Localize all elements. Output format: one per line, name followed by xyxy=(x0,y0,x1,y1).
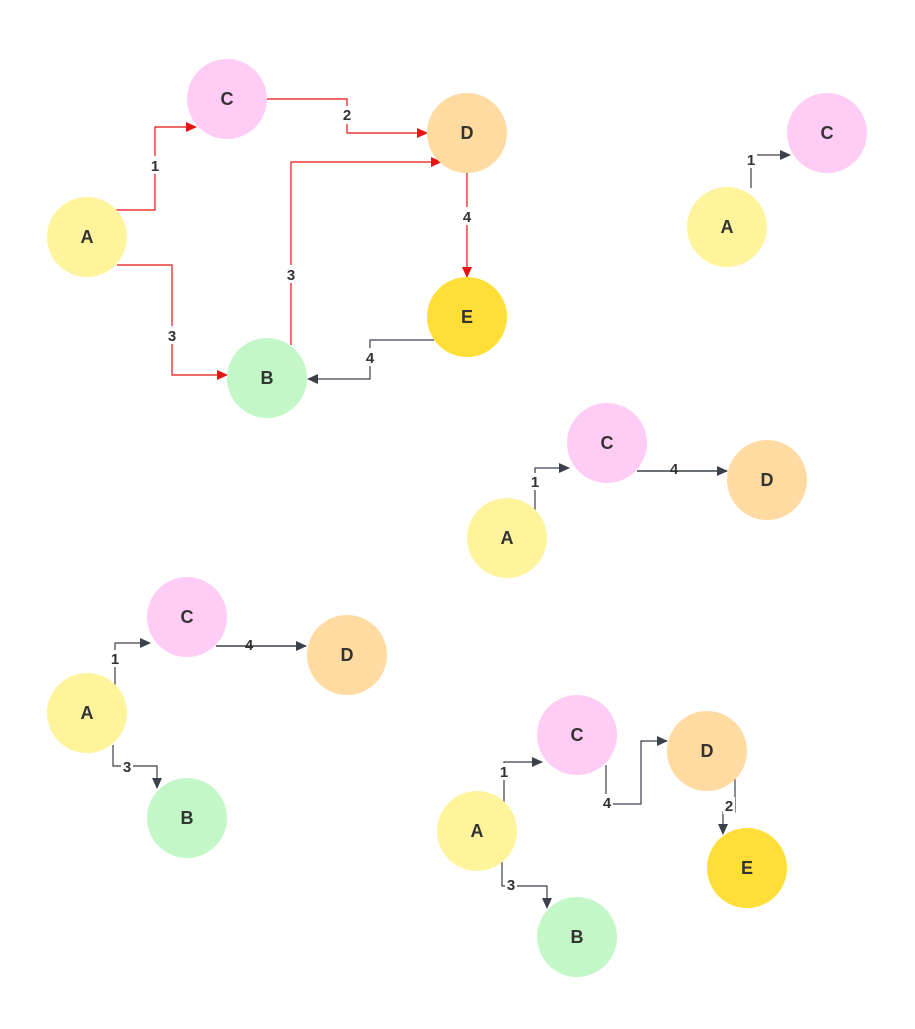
edge-weight-label: 2 xyxy=(725,798,733,815)
node-step4-B: B xyxy=(537,897,617,977)
edge-full-A-B: 3 xyxy=(117,264,228,380)
node-full-D: D xyxy=(427,93,507,173)
node-label: D xyxy=(461,123,474,143)
node-label: A xyxy=(81,703,94,723)
node-label: C xyxy=(181,607,194,627)
edge-weight-label: 1 xyxy=(111,651,119,668)
node-label: A xyxy=(501,528,514,548)
node-label: B xyxy=(571,927,584,947)
edge-step1-A-C: 1 xyxy=(745,150,791,188)
edge-step2-C-D: 4 xyxy=(637,461,728,478)
node-full-C: C xyxy=(187,59,267,139)
edge-step3-A-B: 3 xyxy=(112,745,162,789)
graph-step-3: 1 4 3 A C D B xyxy=(47,577,387,858)
edge-step2-A-C: 1 xyxy=(529,463,570,510)
node-label: B xyxy=(181,808,194,828)
node-step2-A: A xyxy=(467,498,547,578)
edge-weight-label: 4 xyxy=(603,795,612,812)
node-step4-A: A xyxy=(437,791,517,871)
node-step3-D: D xyxy=(307,615,387,695)
node-step4-E: E xyxy=(707,828,787,908)
node-label: C xyxy=(821,123,834,143)
edge-step4-D-E: 2 xyxy=(718,779,736,835)
node-label: A xyxy=(81,227,94,247)
node-label: A xyxy=(471,821,484,841)
node-step3-C: C xyxy=(147,577,227,657)
edge-step4-C-D: 4 xyxy=(601,736,668,812)
node-label: C xyxy=(601,433,614,453)
node-step1-C: C xyxy=(787,93,867,173)
edge-full-A-C: 1 xyxy=(115,122,197,211)
edge-full-E-B: 4 xyxy=(307,339,434,384)
node-full-B: B xyxy=(227,338,307,418)
edge-step4-A-C: 1 xyxy=(498,757,543,802)
graph-step-2: 1 4 A C D xyxy=(467,403,807,578)
node-label: E xyxy=(461,307,473,327)
edge-full-C-D: 2 xyxy=(266,98,428,138)
edge-weight-label: 4 xyxy=(366,350,375,367)
edge-step3-A-C: 1 xyxy=(109,638,151,686)
node-label: C xyxy=(571,725,584,745)
node-label: D xyxy=(701,741,714,761)
graph-step-1: 1 A C xyxy=(687,93,867,267)
edge-weight-label: 3 xyxy=(123,759,131,776)
node-label: D xyxy=(341,645,354,665)
node-step2-D: D xyxy=(727,440,807,520)
edge-weight-label: 1 xyxy=(151,158,159,175)
node-step1-A: A xyxy=(687,187,767,267)
node-step4-D: D xyxy=(667,711,747,791)
edge-weight-label: 4 xyxy=(670,461,679,478)
node-step3-A: A xyxy=(47,673,127,753)
node-step2-C: C xyxy=(567,403,647,483)
edge-weight-label: 3 xyxy=(507,877,515,894)
node-label: D xyxy=(761,470,774,490)
node-step3-B: B xyxy=(147,778,227,858)
node-label: E xyxy=(741,858,753,878)
node-label: A xyxy=(721,217,734,237)
node-label: C xyxy=(221,89,234,109)
node-step4-C: C xyxy=(537,695,617,775)
edge-full-B-D: 3 xyxy=(285,157,442,345)
graph-full: 1 2 3 3 4 4 A xyxy=(47,59,507,418)
edge-step3-C-D: 4 xyxy=(216,637,307,654)
edge-weight-label: 2 xyxy=(343,107,351,124)
edge-weight-label: 1 xyxy=(500,764,508,781)
graph-step-4: 1 4 3 2 A C D B xyxy=(437,695,787,977)
edge-weight-label: 3 xyxy=(287,267,295,284)
edge-weight-label: 3 xyxy=(168,328,176,345)
edge-full-D-E: 4 xyxy=(461,173,473,278)
edge-weight-label: 1 xyxy=(531,474,539,491)
edge-step4-A-B: 3 xyxy=(501,862,552,909)
node-label: B xyxy=(261,368,274,388)
node-full-E: E xyxy=(427,277,507,357)
edge-weight-label: 1 xyxy=(747,152,755,169)
edge-weight-label: 4 xyxy=(245,637,254,654)
node-full-A: A xyxy=(47,197,127,277)
edge-weight-label: 4 xyxy=(463,209,472,226)
